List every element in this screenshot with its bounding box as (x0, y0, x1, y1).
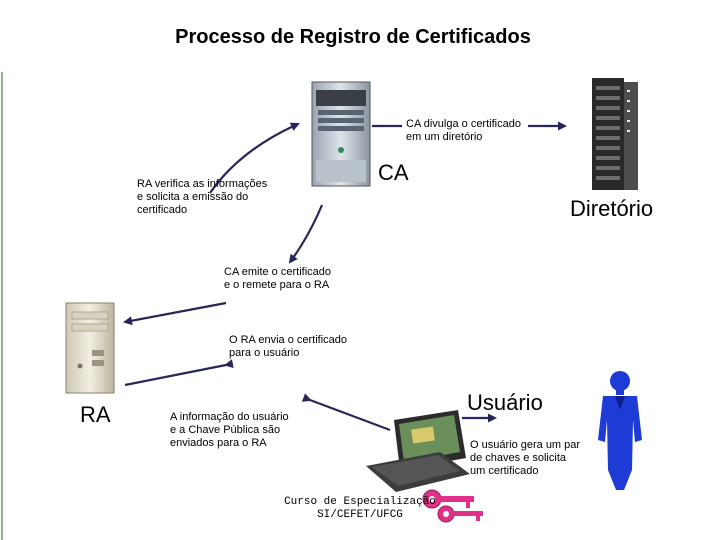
step-ca-publishes: CA divulga o certificado em um diretório (406, 118, 521, 143)
ca-server-icon (311, 81, 371, 187)
laptop-icon (366, 410, 470, 492)
step-user-keys: O usuário gera um par de chaves e solici… (470, 439, 581, 477)
key-pair-icon (422, 489, 483, 523)
ca-label: CA (378, 160, 409, 185)
ra-label: RA (80, 402, 111, 427)
footer-course: Curso de Especialização SI/CEFET/UFCG (284, 496, 436, 521)
arrows (123, 121, 567, 432)
step-ca-issues: CA emite o certificado e o remete para o… (224, 266, 331, 291)
arrow-ra-to-ca (209, 122, 300, 194)
arrow-ra-to-user (124, 359, 234, 387)
step-ra-sends: O RA envia o certificado para o usuário (229, 334, 348, 359)
directory-server-icon (592, 78, 638, 190)
ra-computer-icon (65, 302, 115, 394)
arrow-user-to-ra (301, 393, 391, 432)
arrow-ca-down (288, 204, 324, 264)
step-user-info: A informação do usuário e a Chave Públic… (170, 411, 289, 449)
user-label: Usuário (467, 390, 543, 415)
step-ra-requests: RA verifica as informações e solicita a … (137, 178, 268, 216)
user-figure-icon (598, 371, 642, 490)
directory-label: Diretório (570, 196, 654, 221)
arrow-to-ra (123, 301, 227, 326)
page-title: Processo de Registro de Certificados (175, 26, 531, 48)
